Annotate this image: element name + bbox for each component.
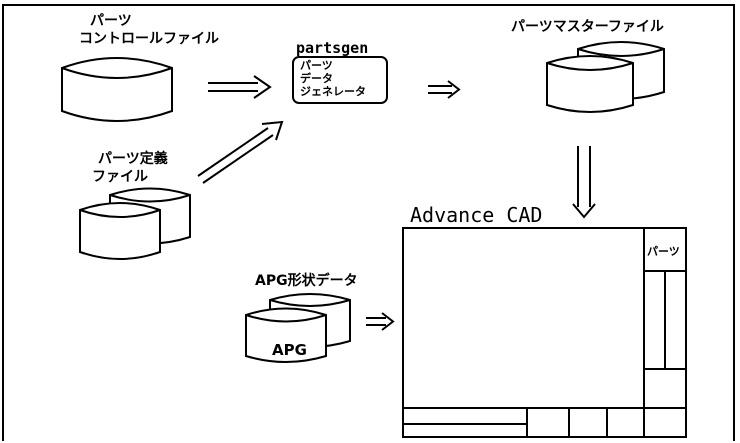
- parts-control-label-line2: コントロールファイル: [79, 31, 219, 47]
- parts-master-label: パーツマスターファイル: [511, 19, 664, 35]
- cad-parts-panel-label: パーツ: [647, 245, 680, 258]
- parts-control-label-line1: パーツ: [90, 13, 132, 29]
- parts-definition-label-line2: ファイル: [92, 169, 148, 185]
- partsgen-line1: パーツ: [300, 59, 333, 72]
- apg-shape-data-label: APG形状データ: [255, 273, 358, 289]
- diagram-frame: [2, 4, 735, 441]
- apg-disk-label: APG: [272, 341, 307, 359]
- parts-control-disk-icon: [61, 57, 173, 122]
- partsgen-title: partsgen: [296, 39, 369, 57]
- parts-definition-disk-icon: [79, 187, 191, 260]
- diagonal-double-arrow-icon: [197, 120, 284, 184]
- double-right-arrow-icon: [366, 312, 395, 331]
- partsgen-line3: ジェネレータ: [300, 85, 366, 98]
- parts-definition-label-line1: パーツ定義: [98, 151, 168, 167]
- double-right-arrow-icon: [208, 75, 272, 99]
- cad-window-panels: [403, 228, 686, 437]
- parts-master-disk-icon: [546, 41, 665, 113]
- double-down-arrow-icon: [572, 146, 596, 219]
- partsgen-line2: データ: [300, 72, 333, 85]
- advance-cad-title: Advance CAD: [410, 203, 543, 227]
- cad-window: [402, 227, 687, 438]
- double-right-arrow-icon: [428, 80, 461, 99]
- apg-disk-icon: [245, 293, 351, 363]
- partsgen-box: [292, 56, 388, 104]
